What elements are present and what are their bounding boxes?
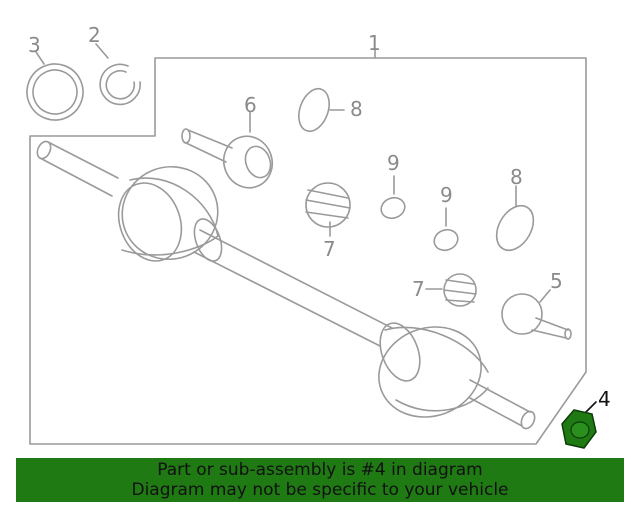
axle-shaft	[36, 140, 393, 347]
cv-boot-7-lower	[425, 273, 477, 307]
boot-clamp-8-lower	[495, 185, 535, 252]
boot-clamp-8-upper	[298, 87, 345, 133]
banner-line-2: Diagram may not be specific to your vehi…	[131, 480, 509, 500]
info-banner: Part or sub-assembly is #4 in diagram Di…	[16, 458, 624, 502]
callout-2: 2	[88, 23, 101, 47]
callout-9-upper: 9	[387, 151, 400, 175]
callout-6: 6	[244, 93, 257, 117]
banner-line-1: Part or sub-assembly is #4 in diagram	[157, 460, 483, 480]
callout-8-upper: 8	[350, 97, 363, 121]
callout-9-lower: 9	[440, 183, 453, 207]
small-clamp-9-upper	[380, 175, 406, 220]
inner-joint-6	[181, 111, 274, 189]
inner-cv-boot	[117, 165, 223, 262]
assembly-outline	[29, 57, 587, 445]
axle-nut-4-highlight	[561, 409, 597, 449]
callout-3: 3	[28, 33, 41, 57]
callout-5: 5	[550, 269, 563, 293]
cv-boot-7-upper	[305, 182, 351, 237]
callout-8-lower: 8	[510, 165, 523, 189]
snap-ring-3	[26, 51, 84, 121]
callout-7-lower: 7	[412, 277, 425, 301]
parts-diagram: 1 2 3 4 5 6 7 7 8 8 9 9	[26, 23, 611, 449]
outer-cv-joint	[378, 322, 536, 430]
outer-joint-5	[501, 289, 572, 340]
callout-1: 1	[368, 31, 381, 55]
callout-7-upper: 7	[323, 237, 336, 261]
small-clamp-9-lower	[433, 207, 459, 252]
circlip-2	[95, 43, 141, 106]
callout-4: 4	[598, 387, 611, 411]
